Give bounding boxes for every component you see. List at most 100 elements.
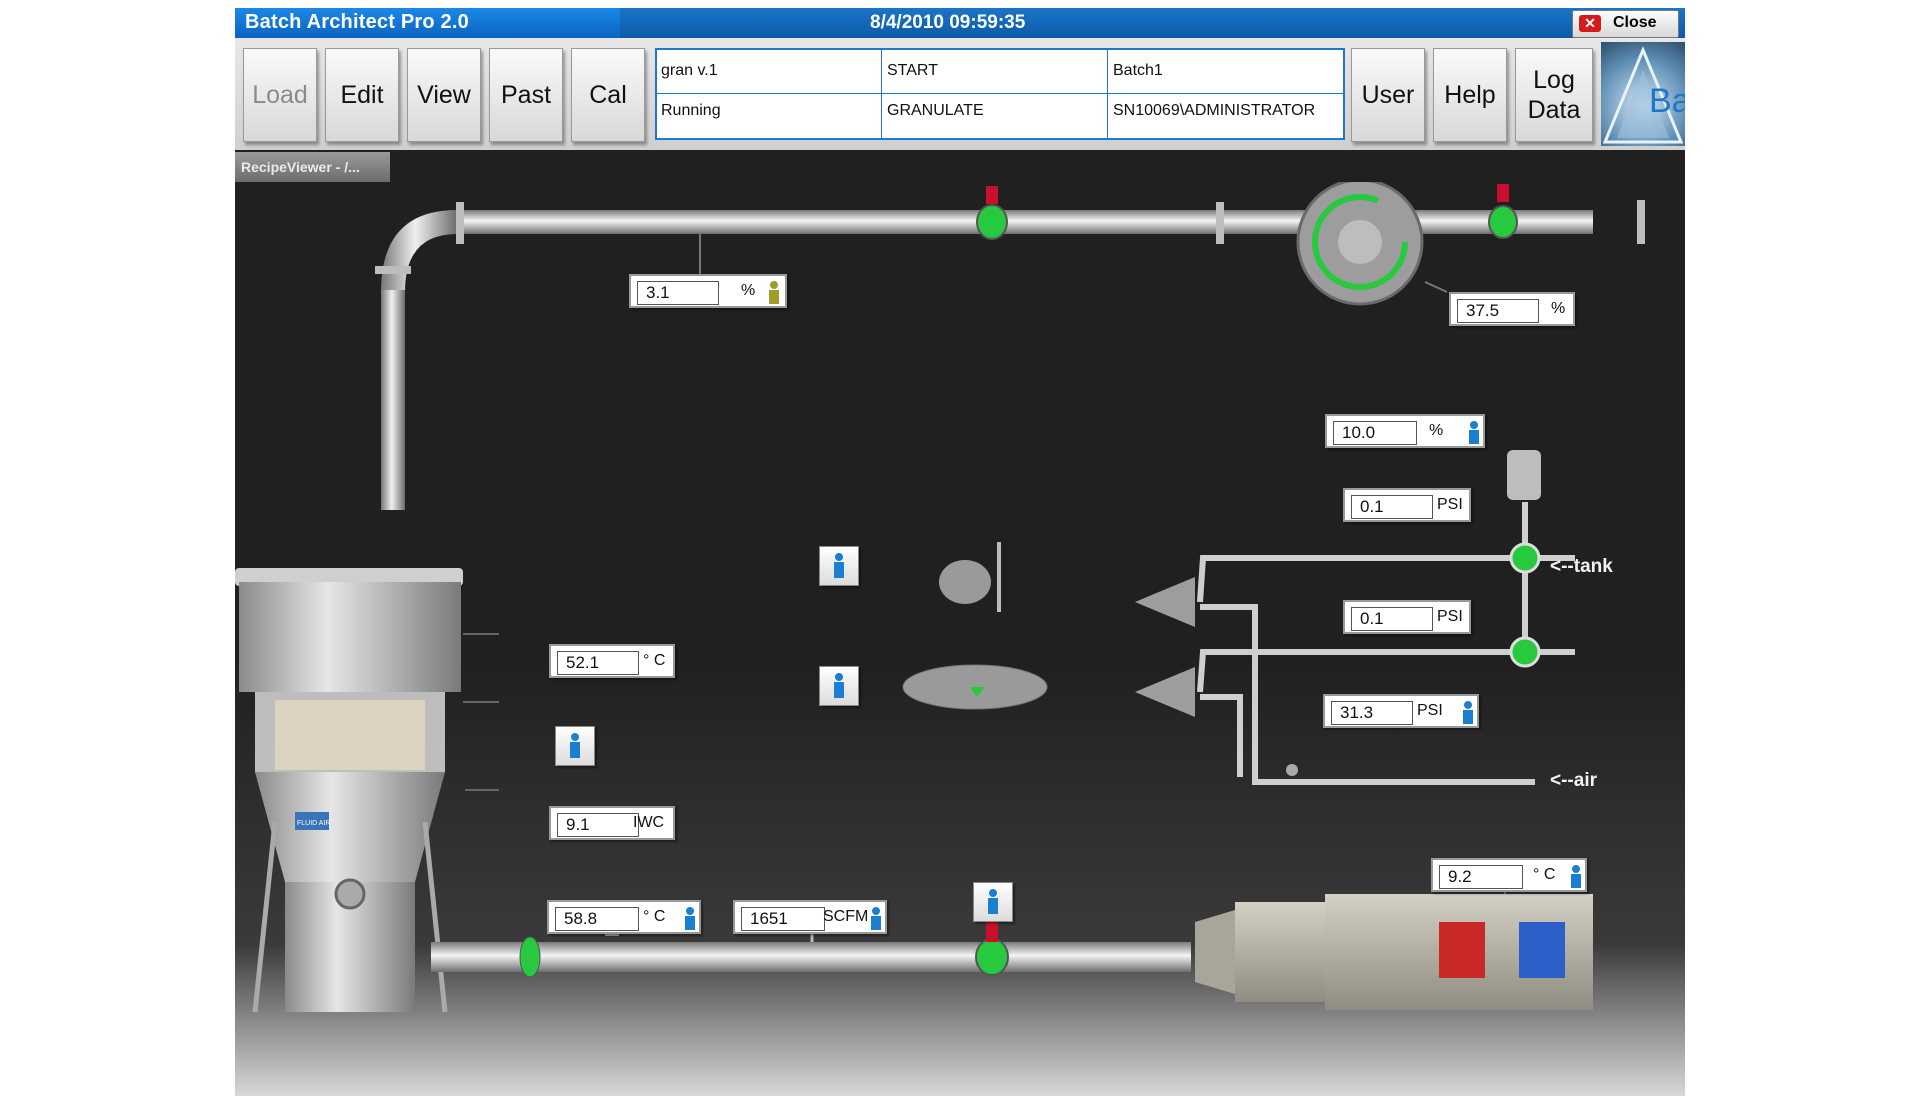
manual-mode-icon [871,907,881,930]
inlet-airflow-readout[interactable]: 1651 SCFM [733,900,887,934]
view-button[interactable]: View [407,48,481,142]
exhaust-damper-unit: % [741,282,756,299]
filter-dp-unit: IWC [633,814,665,831]
ahu-section [1325,894,1421,1010]
user-button[interactable]: User [1351,48,1425,142]
fan-hub [1338,220,1382,264]
tank-pressure-2-readout[interactable]: 0.1 PSI [1343,600,1471,634]
tank-pressure-1-readout[interactable]: 0.1 PSI [1343,488,1471,522]
manual-mode-icon [570,733,580,758]
inlet-damper-valve [975,938,1009,976]
filter-dp-readout[interactable]: 9.1 IWC [549,806,675,840]
auto-mode-icon [769,281,779,304]
tank-pressure-2-unit: PSI [1437,608,1463,625]
filter-dp-value[interactable]: 9.1 [557,813,639,837]
edit-button[interactable]: Edit [325,48,399,142]
inlet-duct [431,942,1191,972]
atomizing-air-value[interactable]: 31.3 [1331,701,1413,725]
table-divider [881,50,882,138]
help-button[interactable]: Help [1433,48,1507,142]
distributor-mode-button[interactable] [819,666,859,706]
fan-speed-value[interactable]: 37.5 [1457,299,1539,323]
table-divider [1107,50,1108,138]
exhaust-riser [381,290,405,510]
exhaust-temp-value[interactable]: 52.1 [557,651,639,675]
inlet-temp-unit: ° C [643,908,666,925]
logo-text: Ba [1649,82,1685,120]
cooling-coil [1519,922,1565,978]
ahu-transition [1195,910,1235,994]
air-label: <--air [1550,770,1597,791]
run-state: Running [661,102,721,119]
vessel-leg [252,821,278,1013]
inlet-flange [519,936,541,978]
exhaust-temp-readout[interactable]: 52.1 ° C [549,644,675,678]
inlet-airflow-unit: SCFM [823,908,869,925]
inlet-airflow-value[interactable]: 1651 [741,907,825,931]
manual-mode-icon [834,553,844,578]
tank-pressure-1-value[interactable]: 0.1 [1351,495,1433,519]
atomizer-mode-button[interactable] [819,546,859,586]
inlet-temp-readout[interactable]: 58.8 ° C [547,900,701,934]
pump-motor [1507,450,1541,500]
manual-mode-icon [685,907,695,930]
duct-flange [456,202,464,244]
liquid-line-1 [1197,555,1517,603]
phase-name: GRANULATE [887,102,984,119]
tank-pressure-2-value[interactable]: 0.1 [1351,607,1433,631]
batch-name: Batch1 [1113,62,1163,79]
vessel-badge-text: FLUID AIR [297,820,330,827]
past-button[interactable]: Past [489,48,563,142]
liquid-line-2 [1197,649,1517,693]
tank-valve-2 [1509,636,1541,668]
vessel-badge [295,812,329,830]
atomizing-air-readout[interactable]: 31.3 PSI [1323,694,1479,728]
close-label: Close [1613,14,1657,31]
vessel-cone [255,772,445,882]
step-name: START [887,62,938,79]
air-line [1200,604,1535,785]
filter-bags [275,700,425,770]
pump-speed-readout[interactable]: 10.0 % [1325,414,1485,448]
app-title: Batch Architect Pro 2.0 [245,11,469,33]
company-logo: Ba [1601,42,1685,146]
valve-actuator [986,922,998,942]
inlet-damper-mode-button[interactable] [973,882,1013,922]
process-graphic: FLUID AIR [235,182,1685,1096]
atomizing-air-unit: PSI [1417,702,1443,719]
dew-point-unit: ° C [1533,866,1556,883]
exhaust-damper-readout[interactable]: 3.1 % [629,274,787,308]
spray-nozzle-1 [1135,577,1195,627]
inlet-temp-value[interactable]: 58.8 [555,907,639,931]
cal-button[interactable]: Cal [571,48,645,142]
logged-in-user: SN10069\ADMINISTRATOR [1113,102,1316,119]
spray-nozzle-2 [1135,667,1195,717]
log-data-button[interactable]: Log Data [1515,48,1593,142]
duct-flange [375,266,411,274]
dew-point-readout[interactable]: 9.2 ° C [1431,858,1587,892]
close-button[interactable]: ✕ Close [1572,10,1679,38]
title-bar: Batch Architect Pro 2.0 8/4/2010 09:59:3… [235,8,1685,38]
tank-pressure-1-unit: PSI [1437,496,1463,513]
recipe-viewer-tab[interactable]: RecipeViewer - /... [235,152,390,182]
recipe-name: gran v.1 [661,62,718,79]
duct-flange [1216,202,1224,244]
fan-speed-readout[interactable]: 37.5 % [1449,292,1575,326]
title-bar-accent [235,8,620,38]
batch-status-table: gran v.1 START Batch1 Running GRANULATE … [655,48,1345,140]
tank-label: <--tank [1550,556,1613,577]
vessel-lid [235,568,463,586]
pump-speed-value[interactable]: 10.0 [1333,421,1417,445]
close-icon: ✕ [1579,15,1601,32]
dew-point-value[interactable]: 9.2 [1439,865,1523,889]
load-button[interactable]: Load [243,48,317,142]
air-pressure-sensor [1286,764,1298,776]
heating-coil [1439,922,1485,978]
process-diagram: FLUID AIR [235,182,1685,1096]
exhaust-damper-value[interactable]: 3.1 [637,281,719,305]
table-divider [657,93,1343,94]
current-datetime: 8/4/2010 09:59:35 [870,12,1026,33]
manual-mode-icon [1571,865,1581,888]
duct-elbow [381,210,457,292]
vessel-mode-button[interactable] [555,726,595,766]
